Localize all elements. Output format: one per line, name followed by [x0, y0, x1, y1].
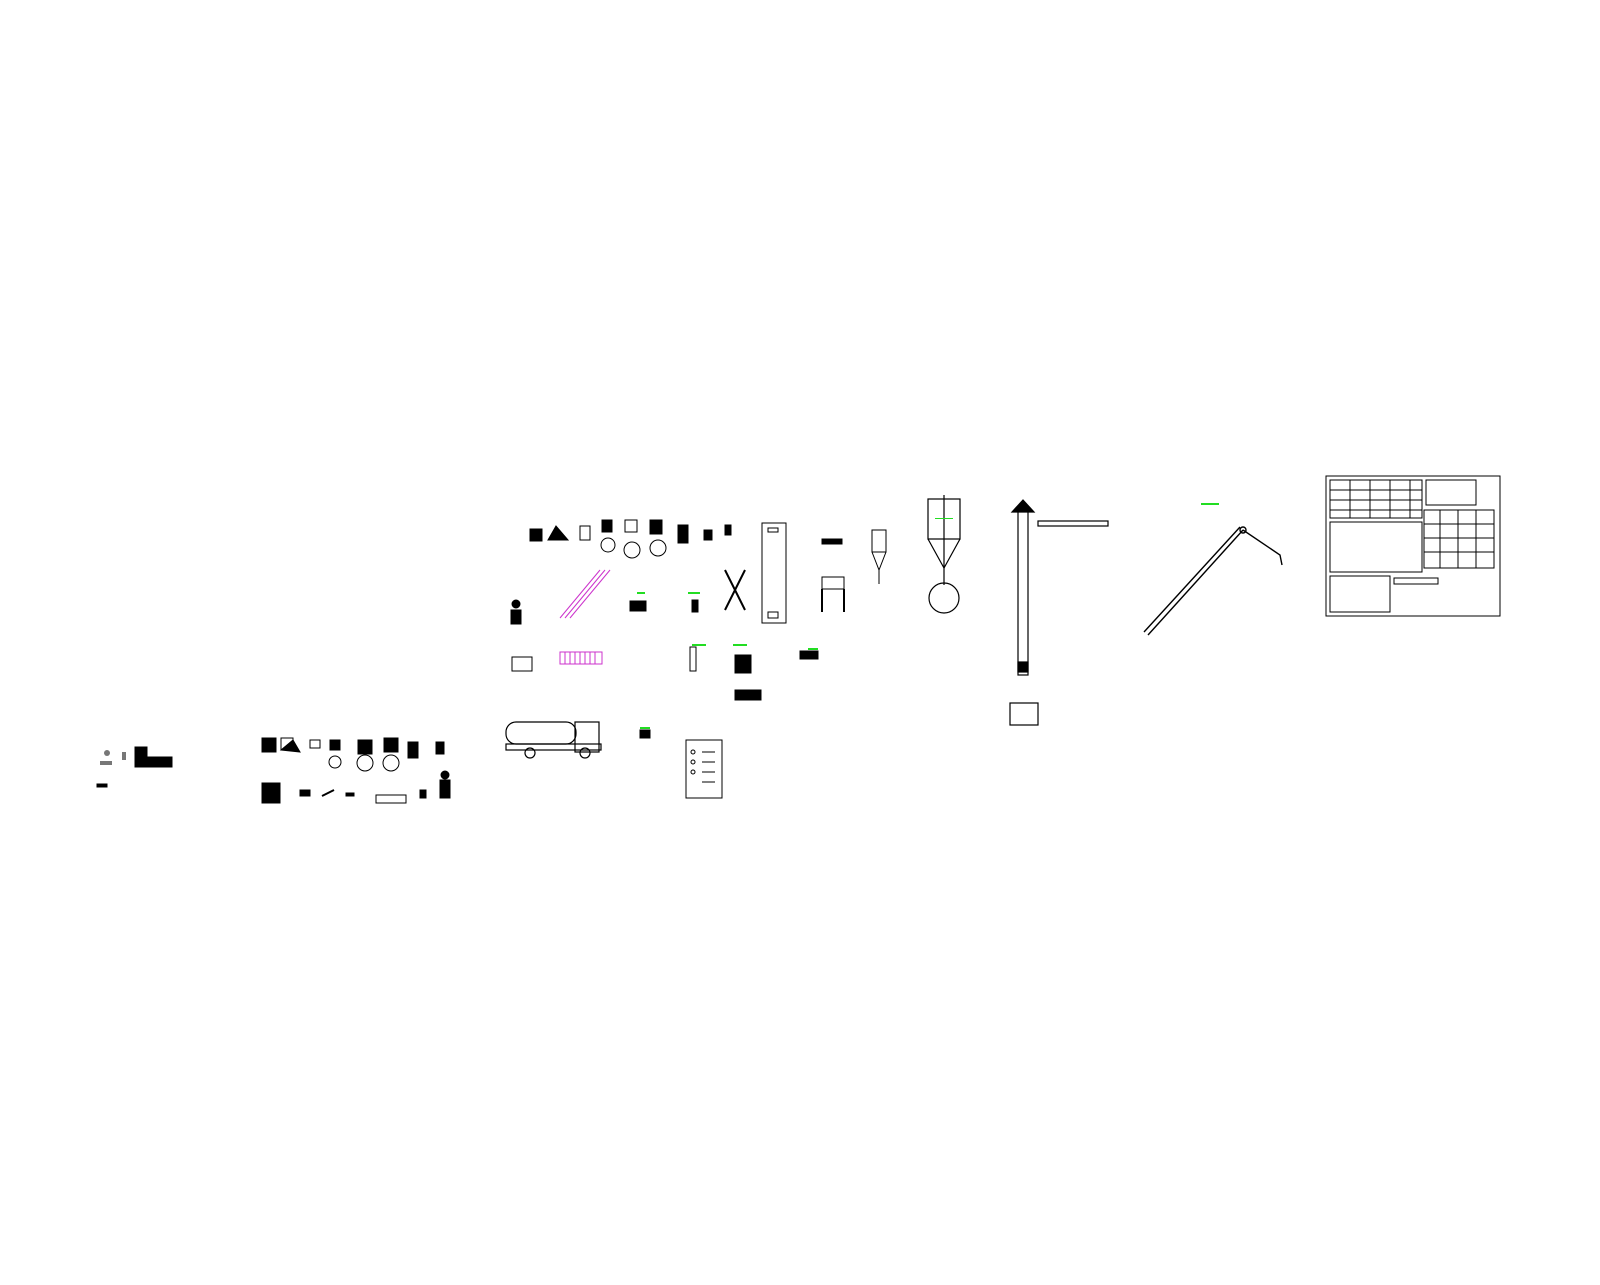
conveyor-icon	[559, 569, 611, 665]
misc-equipment	[510, 569, 819, 739]
hopper-icon	[821, 529, 887, 612]
silo-icon	[927, 495, 961, 614]
annotation-marks	[637, 503, 1219, 729]
inclined-conveyor-icon	[1143, 526, 1283, 636]
title-block-icon	[1325, 475, 1501, 617]
machinery-cluster-top	[529, 519, 732, 559]
control-panel-icon	[685, 739, 723, 799]
gear-symbols-group	[96, 746, 173, 788]
crane-icon	[1009, 499, 1109, 726]
machinery-row-left	[261, 737, 451, 804]
truck-icon	[505, 721, 602, 759]
column-icon	[761, 522, 787, 624]
